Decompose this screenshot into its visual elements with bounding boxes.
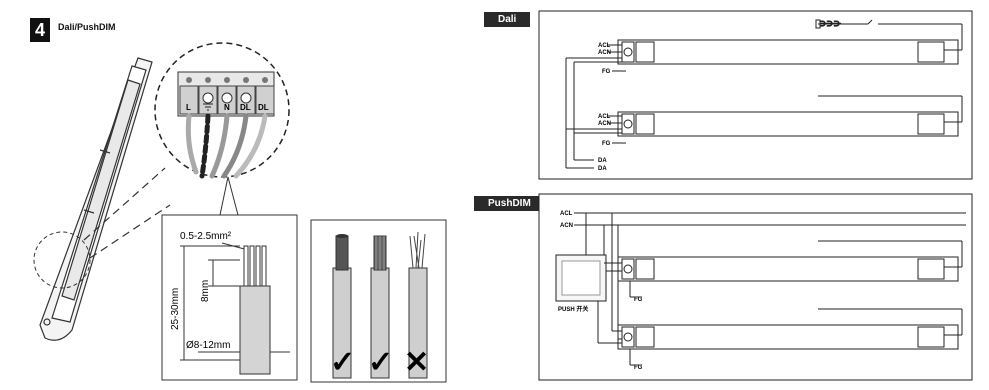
step-title: Dali/PushDIM xyxy=(58,22,116,32)
dali-bus xyxy=(565,57,622,169)
led-group-3 xyxy=(818,240,963,268)
step-number-badge: 4 xyxy=(30,18,50,42)
dali-acn-1: ACN xyxy=(598,50,611,56)
pushdim-driver-2: FG xyxy=(617,324,959,371)
led-group-1: ⋺⋺⋺ xyxy=(815,19,963,51)
led-group-2 xyxy=(818,95,963,123)
pushdim-fg-2: FG xyxy=(634,365,643,371)
pushdim-driver-1: FG xyxy=(604,256,959,303)
cable-cross-section-label: 0.5-2.5mm² xyxy=(180,231,232,242)
strip-check-panel: ✓ ✓ ✕ xyxy=(310,219,447,383)
terminal-label-n: N xyxy=(224,103,230,112)
strip-check-mark-2: ✓ xyxy=(368,346,393,379)
pushdim-wiring-schematic: ACL ACN PUSH 开关 FG xyxy=(538,193,973,381)
ground-icon xyxy=(203,103,213,111)
dali-acn-2: ACN xyxy=(598,121,611,127)
dali-section-tag: Dali xyxy=(484,12,531,27)
led-group-4 xyxy=(818,308,963,336)
pushdim-acn: ACN xyxy=(560,223,573,229)
strip-check-mark-3: ✕ xyxy=(404,346,429,379)
terminal-label-l: L xyxy=(186,103,191,112)
strip-length-outer-label: 25-30mm xyxy=(170,288,181,330)
dali-wiring-schematic: ACL ACN FG ⋺⋺⋺ ACL ACN FG xyxy=(538,10,973,180)
pushdim-fg-1: FG xyxy=(634,297,643,303)
push-switch-label: PUSH 开关 xyxy=(558,305,588,313)
terminal-wires xyxy=(185,113,268,179)
strip-check-mark-1: ✓ xyxy=(330,346,355,379)
dali-fg-1: FG xyxy=(602,69,611,75)
luminaire-body xyxy=(39,57,153,341)
detail-callout-small xyxy=(33,231,91,289)
terminal-label-dl-2: DL xyxy=(258,103,269,112)
push-switch-icon xyxy=(555,254,607,302)
pushdim-interconnect xyxy=(597,213,622,344)
dali-driver-2: ACL ACN FG xyxy=(598,111,959,147)
svg-text:⋺⋺⋺: ⋺⋺⋺ xyxy=(820,21,841,28)
pushdim-section-tag: PushDIM xyxy=(474,196,545,211)
terminal-block: L N DL DL xyxy=(177,71,275,117)
cable-diameter-label: Ø8-12mm xyxy=(186,340,230,351)
dali-bus-label-1: DA xyxy=(598,158,607,164)
dali-bus-label-2: DA xyxy=(598,166,607,172)
luminaire-wiring-illustration: L N DL DL 0.5-2.5mm² xyxy=(33,42,447,383)
cable-dimension-panel: 0.5-2.5mm² 25-30mm 8mm Ø8-12mm xyxy=(161,214,298,381)
terminal-label-dl-1: DL xyxy=(240,103,251,112)
dali-fg-2: FG xyxy=(602,141,611,147)
dali-acl-1: ACL xyxy=(598,43,611,49)
dali-acl-2: ACL xyxy=(598,114,611,120)
strip-length-inner-label: 8mm xyxy=(200,280,211,302)
dali-driver-1: ACL ACN FG xyxy=(598,39,959,75)
pushdim-acl: ACL xyxy=(560,211,573,217)
